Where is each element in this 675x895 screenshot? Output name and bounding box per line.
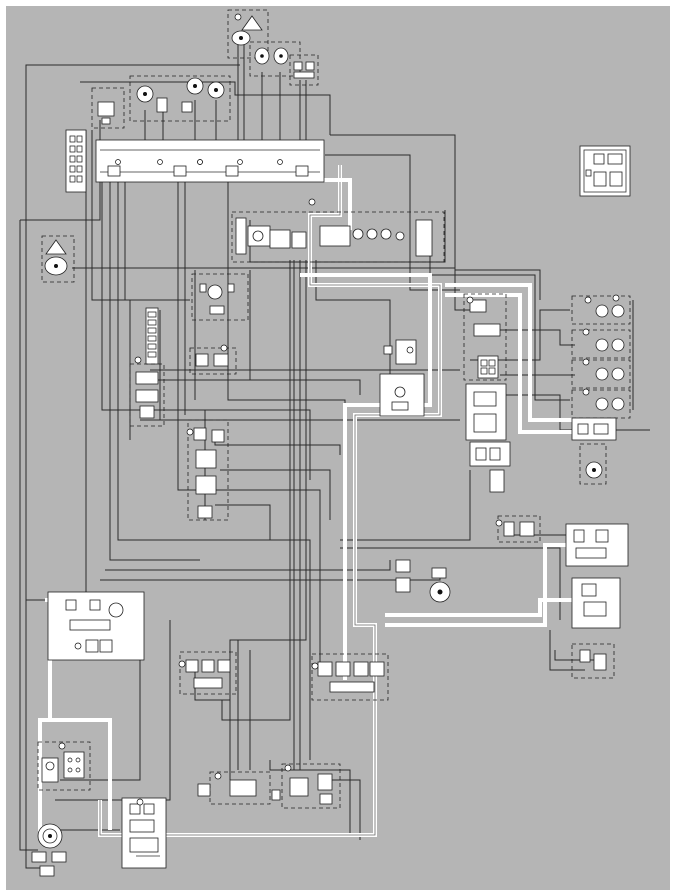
white-wire-6: [385, 598, 575, 617]
white-wire-5: [385, 543, 575, 627]
wire-perimeter-loop: [25, 64, 240, 869]
wire-mid-run-1: [72, 267, 470, 311]
right-horn: [579, 443, 607, 485]
wire-right-bus-2: [325, 154, 460, 291]
wire-low-run-10: [60, 640, 141, 781]
wire-low-run-4: [340, 547, 561, 620]
wire-ecu-drop-4: [117, 180, 311, 760]
diagram-background: [6, 6, 670, 890]
white-wire-2: [300, 273, 432, 680]
white-wire-9: [320, 178, 352, 230]
wire-mid-run-5: [470, 309, 570, 361]
wire-center-7: [215, 504, 271, 540]
lower-right-white-box-1: [565, 523, 629, 567]
bottom-center-connector-1: [197, 771, 281, 805]
ecm-module: [231, 211, 445, 263]
right-relay: [571, 417, 617, 441]
battery-module: [37, 741, 91, 791]
starter-motor: [395, 559, 451, 603]
left-mid-connector: [129, 363, 165, 427]
wire-low-run-6: [194, 660, 230, 701]
bottom-relay-group-left: [179, 651, 237, 695]
legend-box: [579, 145, 631, 197]
wire-ecm-right-5: [221, 260, 291, 721]
main-control-unit: [95, 139, 325, 183]
wire-bottom-run-2: [269, 760, 351, 835]
wire-center-6: [220, 469, 331, 520]
lower-right-connector-2: [571, 643, 615, 679]
white-wire-8: [38, 718, 50, 835]
lamp-array: [571, 295, 631, 419]
generator: [31, 823, 67, 877]
wire-left-trunk: [19, 220, 38, 851]
wire-top-cross: [80, 81, 331, 135]
left-connector-stack: [145, 307, 159, 365]
left-top-connector: [91, 87, 125, 129]
white-wire-4: [445, 293, 575, 434]
left-warning-sensor: [41, 235, 75, 283]
wire-bottom-run-3: [320, 779, 361, 840]
left-aux-module: [47, 591, 145, 661]
wire-mid-run-2: [140, 379, 361, 395]
center-stacked-connectors: [187, 419, 229, 521]
wire-ecm-right-4: [229, 260, 307, 780]
lower-right-white-box-2: [571, 577, 621, 629]
wire-right-low: [549, 630, 585, 671]
wire-low-run-3: [340, 470, 471, 541]
right-connector-column-2: [465, 383, 511, 493]
top-sensor-connector: [227, 9, 269, 59]
lower-right-connector: [497, 515, 541, 543]
top-connector-pair: [249, 41, 301, 77]
reference-markers: [58, 159, 620, 806]
fuse-box: [121, 797, 167, 869]
bottom-center-connector-2: [281, 763, 341, 809]
center-relay-block: [191, 273, 249, 321]
wire-low-run-2: [105, 560, 391, 571]
top-right-connector: [289, 54, 319, 86]
wire-ecu-drop-3: [109, 180, 200, 561]
mid-connector: [189, 347, 237, 375]
wire-ecu-drop-5: [124, 180, 190, 301]
bottom-relay-group-right: [311, 653, 389, 701]
mid-top-connectors: [129, 75, 231, 122]
ignition-switch: [379, 339, 425, 417]
wire-low-run-9: [55, 620, 171, 801]
right-connector-column: [463, 293, 507, 381]
left-pin-block: [65, 129, 87, 193]
